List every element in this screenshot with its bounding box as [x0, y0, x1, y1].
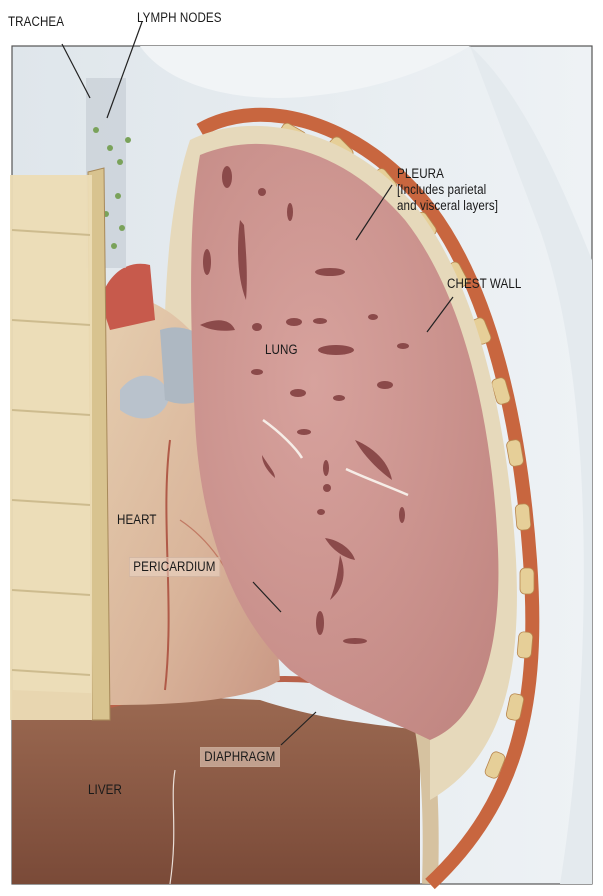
- label-diaphragm: DIAPHRAGM: [200, 747, 280, 767]
- label-pleura-line2: [Includes parietal: [397, 182, 498, 198]
- label-heart: HEART: [117, 512, 157, 528]
- label-pleura: PLEURA [Includes parietal and visceral l…: [397, 166, 498, 214]
- label-lymph-nodes: LYMPH NODES: [137, 10, 222, 26]
- rib-cage: [10, 175, 92, 720]
- label-liver: LIVER: [88, 782, 122, 798]
- label-lung: LUNG: [265, 342, 298, 358]
- label-trachea: TRACHEA: [8, 14, 64, 30]
- label-pleura-line3: and visceral layers]: [397, 198, 498, 214]
- label-pleura-title: PLEURA: [397, 166, 498, 182]
- label-chest-wall: CHEST WALL: [447, 276, 521, 292]
- label-pericardium: PERICARDIUM: [129, 557, 220, 577]
